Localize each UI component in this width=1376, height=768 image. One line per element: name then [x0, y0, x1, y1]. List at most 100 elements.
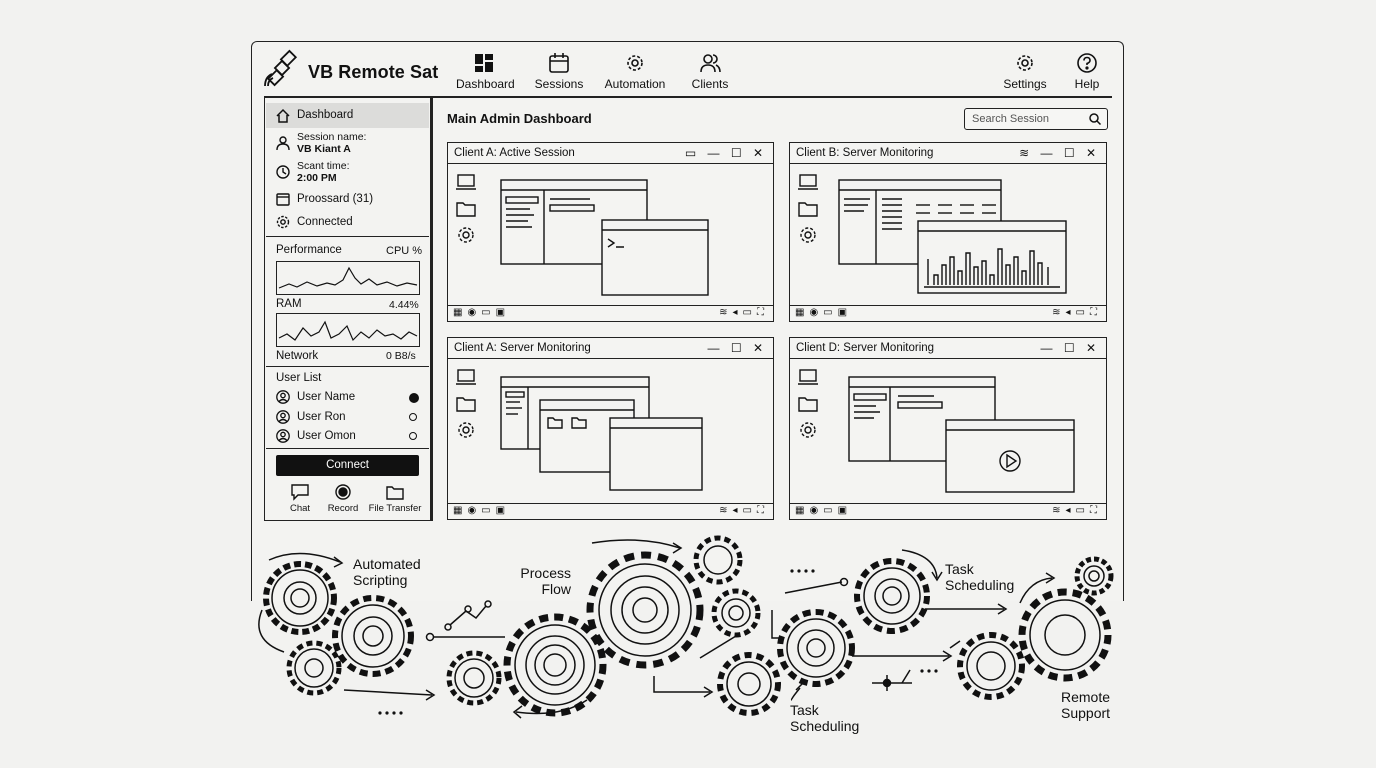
taskbar: ▦◉▭▣ ≋◂▭⛶: [790, 305, 1106, 321]
window-controls[interactable]: ≋ — ☐ ✕: [1019, 146, 1100, 160]
gear-icon: [446, 650, 502, 706]
sidebar-item-dashboard[interactable]: Dashboard: [266, 103, 429, 128]
home-icon: [276, 108, 290, 123]
user-row[interactable]: User Omon: [276, 429, 422, 445]
window-title: Client A: Active Session: [454, 147, 575, 159]
remote-support-label: Remote Support: [1061, 689, 1111, 721]
session-label: Session name:: [297, 131, 367, 143]
search-input[interactable]: Search Session: [964, 108, 1108, 130]
tray-icons[interactable]: ≋◂▭⛶: [719, 505, 769, 516]
session-window-1[interactable]: Client A: Active Session ▭ — ☐ ✕ ▦◉▭▣ ≋◂…: [447, 142, 774, 322]
nav-help[interactable]: Help: [1070, 52, 1104, 91]
nav-clients[interactable]: Clients: [688, 52, 732, 91]
gear-icon: [276, 215, 290, 229]
nav-settings[interactable]: Settings: [1001, 52, 1049, 91]
window-divider: [448, 163, 773, 164]
network-label: Network: [276, 350, 319, 362]
window-divider: [790, 358, 1106, 359]
divider: [266, 236, 429, 238]
user-radio[interactable]: [409, 413, 417, 421]
processed-count: Proossard (31): [297, 193, 374, 205]
session-window-4[interactable]: Client D: Server Monitoring — ☐ ✕ ▦◉▭▣ ≋…: [789, 337, 1107, 520]
nav-sessions[interactable]: Sessions: [534, 52, 584, 91]
users-icon: [700, 54, 721, 73]
user-icon: [276, 136, 290, 151]
taskbar-icons[interactable]: ▦◉▭▣: [795, 505, 853, 516]
user-radio[interactable]: [409, 432, 417, 440]
file-transfer-button[interactable]: File Transfer: [366, 484, 424, 514]
user-avatar-icon: [276, 390, 290, 404]
divider: [431, 97, 433, 521]
taskbar-icons[interactable]: ▦◉▭▣: [453, 505, 511, 516]
tray-icons[interactable]: ≋◂▭⛶: [719, 307, 769, 318]
nav-dashboard[interactable]: Dashboard: [456, 52, 515, 91]
ram-graph: [276, 313, 420, 347]
help-icon: [1077, 53, 1097, 73]
laptop-icon: [798, 369, 818, 438]
nav-label: Automation: [604, 77, 666, 91]
process-flow-label: Process Flow: [520, 565, 571, 597]
sidebar: [264, 97, 431, 521]
session-window-3[interactable]: Client A: Server Monitoring — ☐ ✕ ▦◉▭▣ ≋…: [447, 337, 774, 520]
chat-button[interactable]: Chat: [282, 484, 318, 514]
header-divider: [264, 96, 1112, 98]
gear-icon: [1074, 556, 1114, 596]
user-name: User Name: [297, 391, 356, 403]
task-scheduling-label: Task Scheduling: [790, 702, 860, 734]
session-info: Session name: VB Kiant A: [297, 131, 366, 155]
gear-icon: [332, 595, 414, 677]
user-avatar-icon: [276, 429, 290, 443]
tray-icons[interactable]: ≋◂▭⛶: [1052, 505, 1102, 516]
user-radio-selected[interactable]: [409, 393, 419, 403]
tray-icons[interactable]: ≋◂▭⛶: [1052, 307, 1102, 318]
connect-button[interactable]: Connect: [276, 455, 419, 476]
user-row[interactable]: User Name: [276, 390, 422, 406]
gear-icon: [263, 561, 337, 635]
page-title: Main Admin Dashboard: [447, 111, 592, 126]
performance-title: Performance: [276, 244, 342, 256]
gear-icon: [717, 652, 781, 716]
window-controls[interactable]: ▭ — ☐ ✕: [684, 146, 767, 160]
window-controls[interactable]: — ☐ ✕: [1040, 341, 1100, 355]
app-title: VB Remote Sat: [308, 62, 439, 82]
connection-status: Connected: [297, 216, 353, 228]
window-title: Client A: Server Monitoring: [454, 342, 591, 354]
window-title: Client D: Server Monitoring: [796, 342, 935, 354]
user-row[interactable]: User Ron: [276, 410, 422, 426]
taskbar-icons[interactable]: ▦◉▭▣: [795, 307, 853, 318]
session-window-2[interactable]: Client B: Server Monitoring ≋ — ☐ ✕ ▦◉▭▣…: [789, 142, 1107, 322]
search-icon: [1089, 113, 1102, 126]
window-controls[interactable]: — ☐ ✕: [707, 341, 767, 355]
ram-value: 4.44%: [389, 299, 419, 311]
gear-icon: [1017, 55, 1033, 71]
laptop-icon: [798, 174, 818, 243]
gear-icon: [286, 640, 342, 696]
calendar-icon: [549, 53, 569, 73]
nav-automation[interactable]: Automation: [604, 52, 666, 91]
divider: [266, 448, 429, 450]
window-divider: [790, 163, 1106, 164]
gear-icon: [503, 613, 607, 717]
record-button[interactable]: Record: [325, 484, 361, 514]
taskbar: ▦◉▭▣ ≋◂▭⛶: [448, 503, 773, 519]
automated-scripting-label: Automated Scripting: [353, 556, 421, 588]
taskbar-icons[interactable]: ▦◉▭▣: [453, 307, 511, 318]
cpu-label: CPU %: [386, 245, 423, 257]
user-avatar-icon: [276, 410, 290, 424]
action-label: Chat: [289, 503, 311, 514]
gear-icon: [777, 609, 855, 687]
remote-files-preview: [500, 376, 703, 491]
divider: [266, 366, 429, 368]
remote-monitor-preview: [838, 179, 1067, 294]
cpu-graph: [276, 261, 420, 295]
window-divider: [448, 358, 773, 359]
nav-label: Settings: [1003, 77, 1047, 91]
ram-label: RAM: [276, 298, 302, 310]
gear-icon: [1018, 588, 1112, 682]
remote-video-preview: [848, 376, 1075, 493]
action-label: File Transfer: [368, 503, 422, 514]
window-title: Client B: Server Monitoring: [796, 147, 934, 159]
remote-desktop-preview: [500, 179, 709, 296]
user-name: User Omon: [297, 430, 356, 442]
gear-icon: [627, 55, 643, 71]
